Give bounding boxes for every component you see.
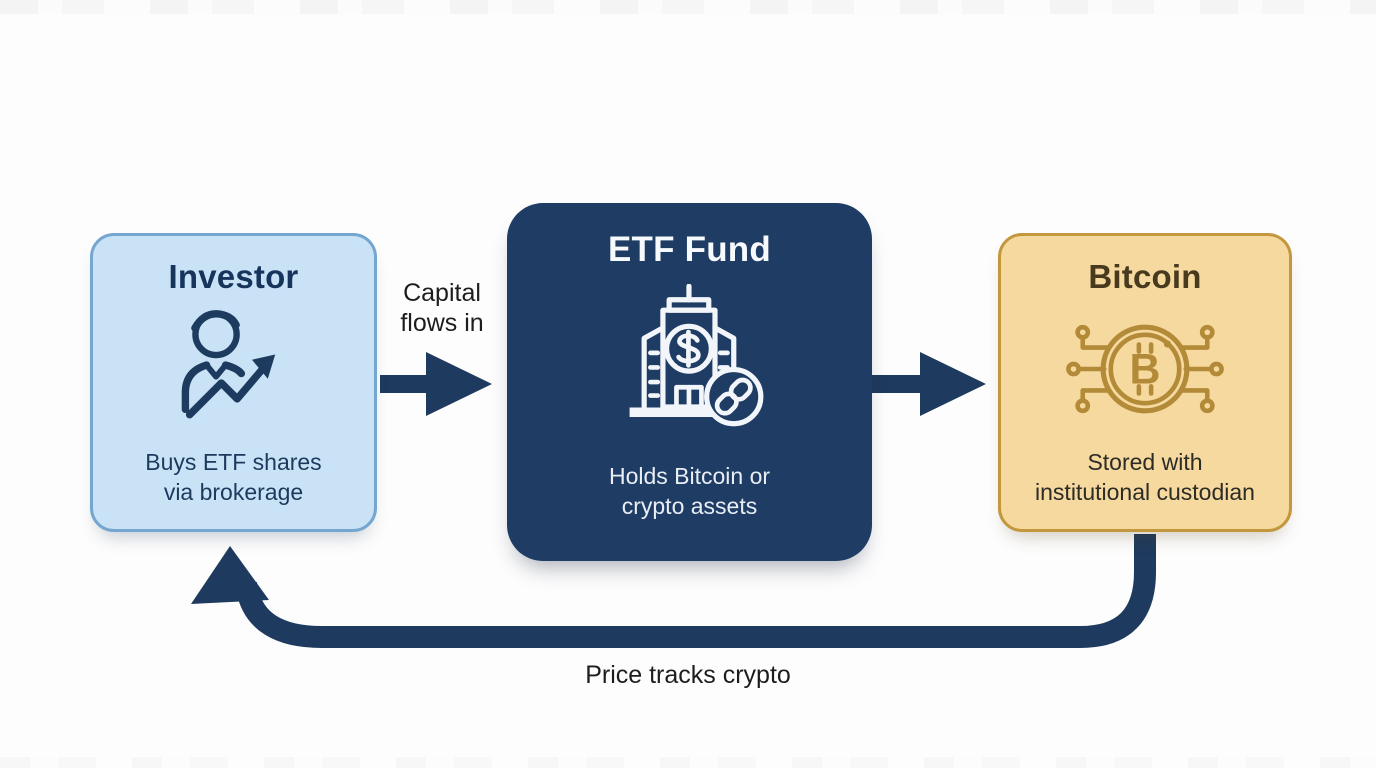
return-path-bitcoin-to-investor bbox=[235, 534, 1156, 648]
etf-fund-description: Holds Bitcoin or crypto assets bbox=[609, 461, 770, 521]
etf-fund-description-line: Holds Bitcoin or bbox=[608, 463, 771, 489]
edge-label-line: flows in bbox=[400, 309, 484, 337]
bitcoin-circuit-icon: B bbox=[1066, 324, 1224, 414]
etf-fund-title: ETF Fund bbox=[608, 230, 771, 269]
node-bitcoin: Bitcoin bbox=[998, 233, 1292, 532]
edge-label-line: Capital bbox=[403, 279, 481, 307]
bitcoin-description-line: institutional custodian bbox=[1035, 479, 1255, 505]
investor-description-line: via brokerage bbox=[163, 479, 304, 505]
bitcoin-title: Bitcoin bbox=[1088, 258, 1202, 295]
edge-label-capital-flows-in: Capital flows in bbox=[374, 278, 510, 338]
bitcoin-b-glyph: B bbox=[1130, 345, 1161, 393]
edge-label-price-tracks-crypto: Price tracks crypto bbox=[585, 661, 791, 689]
arrow-investor-to-etf bbox=[380, 352, 492, 416]
node-investor: Investor Buys ETF shares via brokerage bbox=[90, 233, 377, 532]
investor-description-line: Buys ETF shares bbox=[145, 449, 322, 475]
return-arrowhead-icon bbox=[191, 546, 269, 604]
bitcoin-description: Stored with institutional custodian bbox=[1035, 447, 1255, 507]
investor-growth-icon bbox=[181, 310, 275, 419]
bitcoin-description-line: Stored with bbox=[1087, 449, 1203, 475]
etf-building-link-icon bbox=[629, 284, 763, 427]
etf-fund-description-line: crypto assets bbox=[621, 493, 758, 519]
investor-title: Investor bbox=[168, 258, 299, 295]
arrow-etf-to-bitcoin bbox=[872, 352, 986, 416]
node-etf-fund: ETF Fund bbox=[507, 203, 872, 561]
chain-link-badge-icon bbox=[703, 366, 763, 427]
investor-description: Buys ETF shares via brokerage bbox=[145, 447, 321, 507]
